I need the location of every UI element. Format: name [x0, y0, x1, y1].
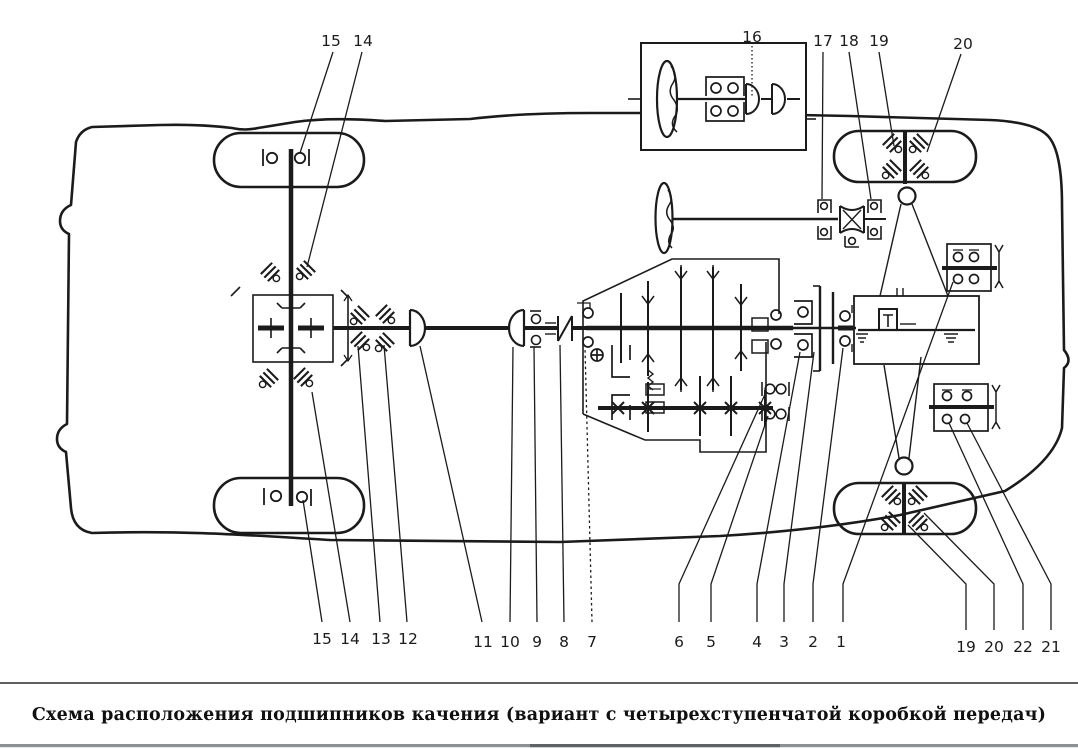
- callout-top-19: 19: [869, 32, 889, 50]
- front-hub-top: [876, 131, 949, 297]
- callout-bottom-10: 10: [500, 633, 520, 651]
- gearbox-gears: [620, 265, 769, 392]
- cv-joint-rear: [507, 308, 526, 348]
- inset-u-joints: [745, 83, 800, 115]
- callout-top-14: 14: [353, 32, 373, 50]
- gearbox-rear-bearing: [770, 309, 782, 350]
- figure-caption: Схема расположения подшипников качения (…: [32, 705, 1046, 725]
- aux-unit-bottom: [929, 383, 1001, 432]
- gearbox-input-bearing: [577, 302, 594, 348]
- universal-joint: [545, 315, 573, 342]
- steering-gear-bearings: [817, 199, 882, 248]
- axle-hub-bearings-top-wheel: [262, 149, 310, 166]
- callout-bottom-9: 9: [532, 633, 542, 651]
- callout-bottom-20: 20: [984, 638, 1004, 656]
- callout-bottom-21: 21: [1041, 638, 1061, 656]
- callout-bottom-13: 13: [371, 630, 391, 648]
- differential: [230, 286, 353, 367]
- callout-top-18: 18: [839, 32, 859, 50]
- wheel-rear-right-bottom: [832, 481, 978, 536]
- clutch: [793, 285, 856, 372]
- cv-joint-front: [408, 308, 427, 348]
- callout-bottom-15: 15: [312, 630, 332, 648]
- page-edge-line-dark: [530, 744, 780, 748]
- aux-unit-top: [942, 243, 1004, 292]
- inset-box-steering-column: [628, 42, 816, 151]
- inset-column-bearings: [705, 76, 745, 122]
- callout-top-16: 16: [742, 28, 762, 46]
- callout-bottom-11: 11: [473, 633, 493, 651]
- clutch-release-bearing: [838, 305, 853, 352]
- shaft-support-bearing: [530, 310, 542, 348]
- car-body-outline: [55, 111, 1070, 544]
- callout-bottom-14: 14: [340, 630, 360, 648]
- callout-bottom-5: 5: [706, 633, 716, 651]
- steering: [654, 181, 886, 255]
- callout-bottom-2: 2: [808, 633, 818, 651]
- caption-block: Схема расположения подшипников качения (…: [0, 682, 1078, 748]
- gearbox-selector-linkage: [590, 345, 665, 420]
- callout-bottom-4: 4: [752, 633, 762, 651]
- callout-bottom-8: 8: [559, 633, 569, 651]
- callout-top-17: 17: [813, 32, 833, 50]
- callout-top-15: 15: [321, 32, 341, 50]
- gearbox-housing: [582, 258, 780, 453]
- axle-hub-bearings-bottom-wheel: [263, 488, 312, 506]
- callout-bottom-3: 3: [779, 633, 789, 651]
- callout-bottom-1: 1: [836, 633, 846, 651]
- callout-bottom-22: 22: [1013, 638, 1033, 656]
- steering-gear: [839, 205, 886, 234]
- leader-lines: [299, 46, 1052, 630]
- callout-labels: 15 14 16 17 18 19 20 15 14 13 12 11 10 9…: [312, 28, 1061, 656]
- callout-bottom-19: 19: [956, 638, 976, 656]
- callout-top-20: 20: [953, 35, 973, 53]
- callout-bottom-6: 6: [674, 633, 684, 651]
- wheels: [212, 129, 978, 536]
- callout-bottom-7: 7: [587, 633, 597, 651]
- gearbox-countershaft: [598, 376, 790, 436]
- engine: [853, 288, 980, 365]
- callout-bottom-12: 12: [398, 630, 418, 648]
